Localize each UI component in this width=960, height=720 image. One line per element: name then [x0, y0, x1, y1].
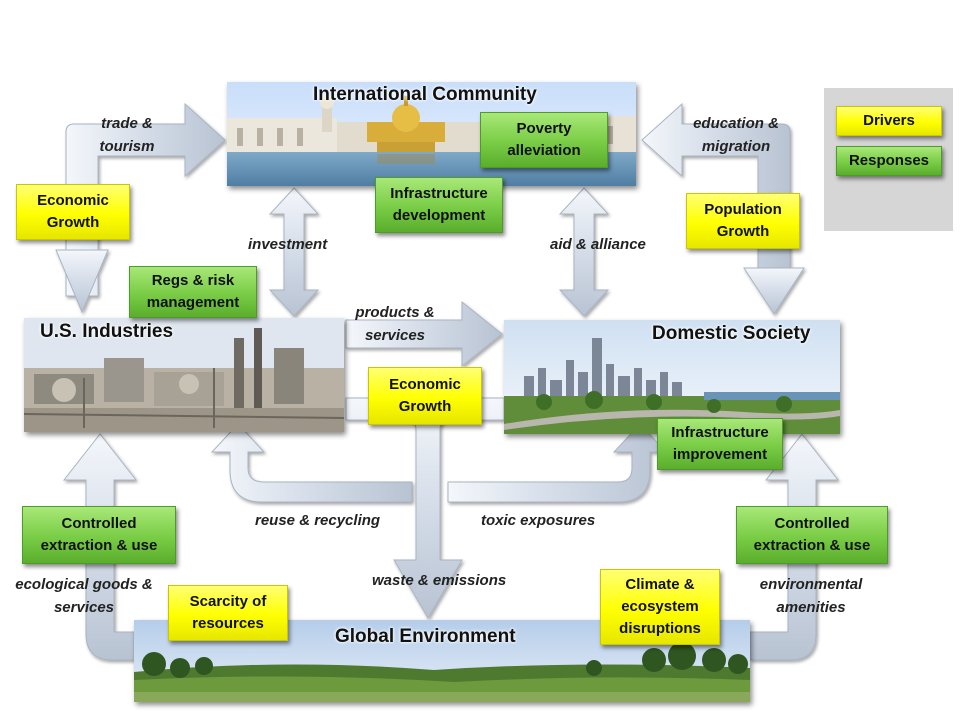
- population-growth-box: Population Growth: [686, 193, 800, 249]
- flow-label-environmental-amenities: environmental amenities: [759, 576, 863, 616]
- flow-label-waste-emissions: waste & emissions: [372, 572, 507, 589]
- flow-label-investment: investment: [248, 236, 328, 253]
- arrow-trade-tourism: [65, 102, 226, 297]
- flow-label-toxic-exposures: toxic exposures: [481, 512, 596, 529]
- flow-label-ecological-goods: ecological goods & services: [15, 576, 153, 616]
- controlled-extraction-right-box: Controlled extraction & use: [736, 506, 888, 564]
- regs-risk-management-box: Regs & risk management: [129, 266, 257, 318]
- infrastructure-development-box: Infrastructure development: [375, 177, 503, 233]
- arrow-toxic-exposures: [447, 423, 668, 503]
- domestic-society-title: Domestic Society: [652, 323, 811, 344]
- arrow-down-domestic: [743, 267, 805, 315]
- domestic-society-photo: [504, 320, 840, 434]
- flow-label-education-migration: education & migration: [693, 115, 779, 155]
- arrow-education-migration: [641, 102, 791, 271]
- climate-ecosystem-box: Climate & ecosystem disruptions: [600, 569, 720, 645]
- refinery-scene-illustration: [24, 318, 344, 432]
- us-industries-title: U.S. Industries: [40, 321, 174, 342]
- legend-drivers: Drivers: [836, 106, 942, 136]
- city-skyline-illustration: [504, 320, 840, 434]
- economic-growth-center-box: Economic Growth: [368, 367, 482, 425]
- us-industries-photo: [24, 318, 344, 432]
- arrow-investment: [268, 187, 320, 317]
- arrow-products-services: [345, 300, 503, 368]
- flow-label-products-services: products & services: [355, 304, 435, 344]
- scarcity-of-resources-box: Scarcity of resources: [168, 585, 288, 641]
- arrow-reuse-recycling: [210, 423, 413, 503]
- legend-responses: Responses: [836, 146, 942, 176]
- economic-growth-left-box: Economic Growth: [16, 184, 130, 240]
- flow-label-trade-tourism: trade & tourism: [99, 115, 155, 155]
- international-community-photo: [227, 82, 636, 186]
- controlled-extraction-left-box: Controlled extraction & use: [22, 506, 176, 564]
- flow-label-reuse-recycling: reuse & recycling: [255, 512, 381, 529]
- infrastructure-improvement-box: Infrastructure improvement: [657, 418, 783, 470]
- international-community-title: International Community: [313, 84, 537, 105]
- arrow-down-industries: [55, 249, 109, 314]
- global-environment-title: Global Environment: [335, 626, 516, 647]
- arrow-aid-alliance: [558, 187, 610, 317]
- flow-label-aid-alliance: aid & alliance: [550, 236, 646, 253]
- poverty-alleviation-box: Poverty alleviation: [480, 112, 608, 168]
- temple-scene-illustration: [227, 82, 636, 186]
